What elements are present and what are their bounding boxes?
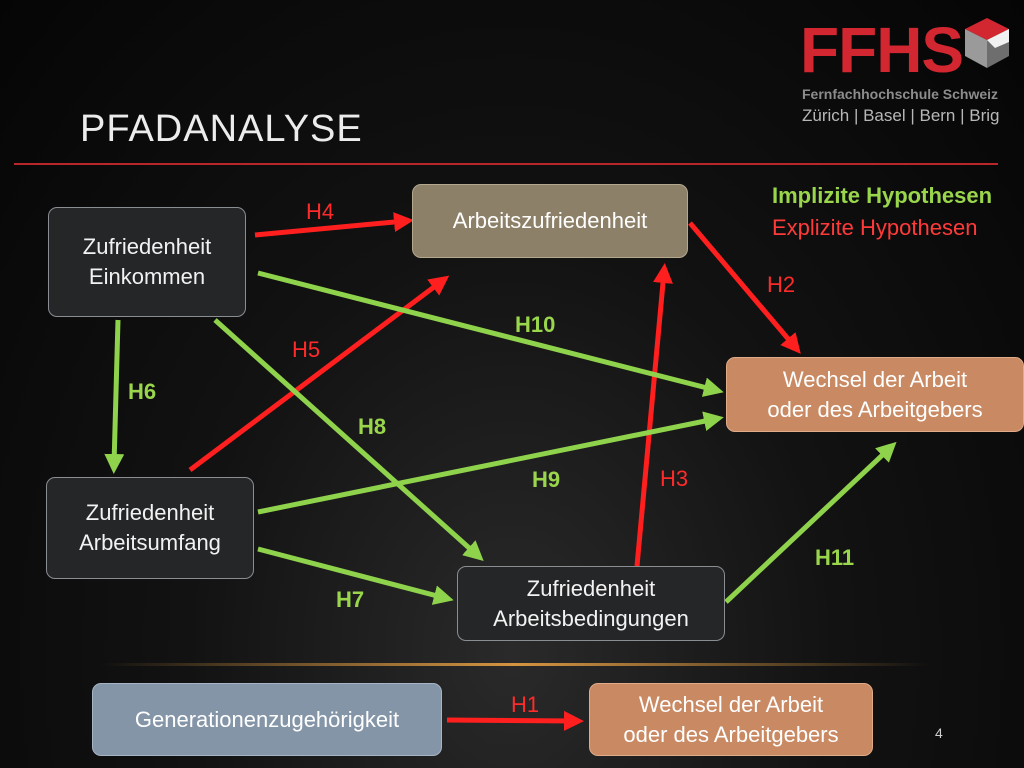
arrow-h11 bbox=[724, 441, 897, 604]
label-h4: H4 bbox=[306, 199, 335, 224]
legend-explicit: Explizite Hypothesen bbox=[772, 215, 978, 240]
label-h2: H2 bbox=[767, 272, 796, 297]
node-wechsel-arbeit: Wechsel der Arbeit oder des Arbeitgebers bbox=[726, 357, 1024, 432]
node-zufriedenheit-arbeitsumfang: Zufriedenheit Arbeitsumfang bbox=[46, 477, 254, 579]
node-label: Generationenzugehörigkeit bbox=[134, 706, 400, 732]
node-zufriedenheit-einkommen: Zufriedenheit Einkommen bbox=[48, 207, 246, 317]
slide-title: PFADANALYSE bbox=[80, 108, 363, 150]
node-label: Arbeitszufriedenheit bbox=[452, 208, 648, 234]
logo-subtitle: Fernfachhochschule Schweiz bbox=[802, 86, 999, 102]
label-h5: H5 bbox=[292, 337, 321, 362]
label-h7: H7 bbox=[336, 587, 365, 612]
arrow-h3 bbox=[634, 263, 673, 567]
arrow-h2 bbox=[688, 221, 801, 354]
arrow-h4 bbox=[254, 212, 414, 238]
legend-implicit: Implizite Hypothesen bbox=[772, 183, 993, 208]
node-generationenzugehoerigkeit: Generationenzugehörigkeit bbox=[92, 683, 442, 756]
label-h10: H10 bbox=[515, 312, 556, 337]
logo-wordmark: FFHS bbox=[800, 14, 964, 86]
arrow-h6 bbox=[104, 319, 125, 474]
node-label: Zufriedenheit Arbeitsumfang bbox=[79, 500, 221, 555]
label-h1: H1 bbox=[511, 692, 540, 717]
ffhs-logo: FFHS Fernfachhochschule Schweiz Zürich |… bbox=[800, 10, 1015, 130]
arrow-h9 bbox=[257, 411, 724, 515]
label-h6: H6 bbox=[128, 379, 157, 404]
arrow-h5 bbox=[188, 275, 450, 472]
page-number: 4 bbox=[935, 725, 943, 741]
node-arbeitszufriedenheit: Arbeitszufriedenheit bbox=[412, 184, 688, 258]
label-h8: H8 bbox=[358, 414, 387, 439]
node-label: Wechsel der Arbeit oder des Arbeitgebers bbox=[767, 366, 983, 422]
footer-glow-line bbox=[100, 663, 930, 666]
label-h11: H11 bbox=[815, 545, 855, 570]
node-label: Zufriedenheit Einkommen bbox=[82, 234, 212, 289]
arrow-h8 bbox=[213, 318, 484, 562]
label-h9: H9 bbox=[532, 467, 561, 492]
node-label: Wechsel der Arbeit oder des Arbeitgebers bbox=[623, 691, 839, 747]
node-wechsel-arbeit-2: Wechsel der Arbeit oder des Arbeitgebers bbox=[589, 683, 873, 756]
arrow-h7 bbox=[257, 546, 454, 605]
node-zufriedenheit-arbeitsbedingungen: Zufriedenheit Arbeitsbedingungen bbox=[457, 566, 725, 641]
label-h3: H3 bbox=[660, 466, 689, 491]
cube-icon bbox=[965, 18, 1009, 68]
node-label: Zufriedenheit Arbeitsbedingungen bbox=[493, 575, 689, 631]
arrow-h10 bbox=[257, 270, 724, 397]
arrow-h1 bbox=[446, 710, 584, 731]
title-divider bbox=[14, 163, 998, 165]
logo-cities: Zürich | Basel | Bern | Brig bbox=[802, 106, 1000, 125]
